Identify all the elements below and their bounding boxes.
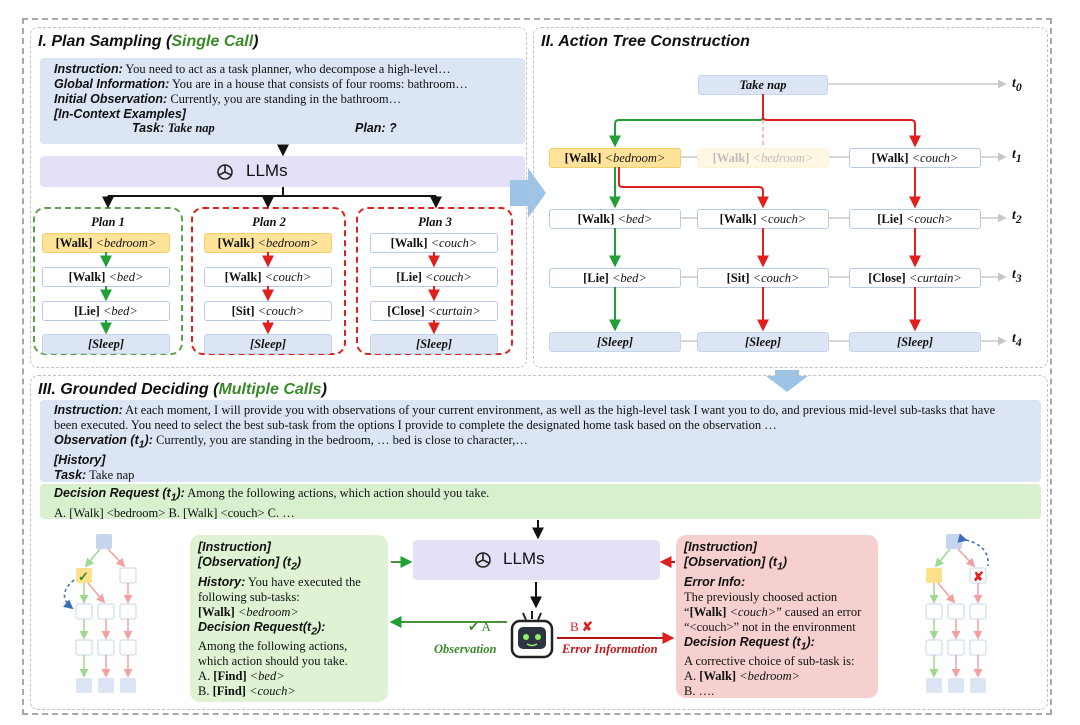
grounded-section bbox=[30, 375, 1048, 710]
tree-t4-node-2: [Sleep] bbox=[697, 332, 829, 352]
svg-text:✓: ✓ bbox=[78, 569, 89, 584]
grounded-title: III. Grounded Deciding (Multiple Calls) bbox=[38, 381, 327, 398]
llm-label-bottom: LLMs bbox=[503, 549, 545, 568]
plan-2-step-2: [Walk] <couch> bbox=[204, 267, 332, 287]
plan-1-step-1: [Walk] <bedroom> bbox=[42, 233, 170, 253]
error-information-label: Error Information bbox=[562, 642, 658, 656]
decision-request-box: Decision Request (t1): Among the followi… bbox=[40, 484, 1041, 520]
plan-2-step-1: [Walk] <bedroom> bbox=[204, 233, 332, 253]
observation-label: Observation bbox=[434, 642, 497, 656]
timestep-t1: t1 bbox=[1012, 147, 1022, 165]
icl-plan-label: Plan: ? bbox=[355, 121, 397, 135]
llm-label-top: LLMs bbox=[246, 161, 288, 180]
mini-tree-right: ✘ bbox=[925, 533, 989, 693]
grounded-prompt-box: Instruction: At each moment, I will prov… bbox=[40, 400, 1041, 482]
timestep-t3: t3 bbox=[1012, 267, 1022, 285]
planner-prompt-box: Instruction: You need to act as a task p… bbox=[40, 58, 525, 144]
svg-text:✘: ✘ bbox=[973, 569, 984, 584]
outer-frame bbox=[22, 18, 1052, 715]
option-b-cross: B ✘ bbox=[570, 619, 593, 634]
plan-2-sleep: [Sleep] bbox=[204, 334, 332, 354]
plan-3-title: Plan 3 bbox=[418, 215, 452, 229]
action-tree-section bbox=[533, 27, 1048, 368]
plan-sampling-title: I. Plan Sampling (Single Call) bbox=[38, 33, 259, 50]
plan-3-step-1: [Walk] <couch> bbox=[370, 233, 498, 253]
timestep-t0: t0 bbox=[1012, 76, 1022, 94]
cross-icon: ✘ bbox=[581, 619, 593, 634]
tree-t4-node-3: [Sleep] bbox=[849, 332, 981, 352]
tree-t2-node-1: [Walk] <bed> bbox=[549, 209, 681, 229]
check-icon: ✔ bbox=[468, 619, 479, 634]
openai-icon bbox=[214, 161, 236, 183]
openai-icon bbox=[472, 549, 494, 571]
tree-t3-node-2: [Sit] <couch> bbox=[697, 268, 829, 288]
timestep-t4: t4 bbox=[1012, 331, 1022, 349]
option-a-check: ✔ A bbox=[468, 619, 491, 634]
plan-3-step-3: [Close] <curtain> bbox=[370, 301, 498, 321]
tree-t1-node-2: [Walk] <bedroom> bbox=[697, 148, 829, 168]
tree-t1-node-1: [Walk] <bedroom> bbox=[549, 148, 681, 168]
error-feedback-box: [Instruction] [Observation] (t1) Error I… bbox=[676, 535, 878, 698]
mini-tree-left: ✓ bbox=[63, 534, 137, 693]
tree-t4-node-1: [Sleep] bbox=[549, 332, 681, 352]
plan-1-sleep: [Sleep] bbox=[42, 334, 170, 354]
llm-box-top bbox=[40, 156, 525, 187]
tree-t2-node-2: [Walk] <couch> bbox=[697, 209, 829, 229]
plan-3-sleep: [Sleep] bbox=[370, 334, 498, 354]
plan-2-title: Plan 2 bbox=[252, 215, 286, 229]
timestep-t2: t2 bbox=[1012, 208, 1022, 226]
robot-agent-icon bbox=[509, 610, 555, 660]
icl-task-label: Task: Take nap bbox=[132, 121, 215, 135]
action-tree-title: II. Action Tree Construction bbox=[541, 33, 750, 50]
plan-1-title: Plan 1 bbox=[91, 215, 125, 229]
llm-box-bottom bbox=[413, 540, 660, 580]
success-feedback-box: [Instruction] [Observation] (t2) History… bbox=[190, 535, 388, 702]
